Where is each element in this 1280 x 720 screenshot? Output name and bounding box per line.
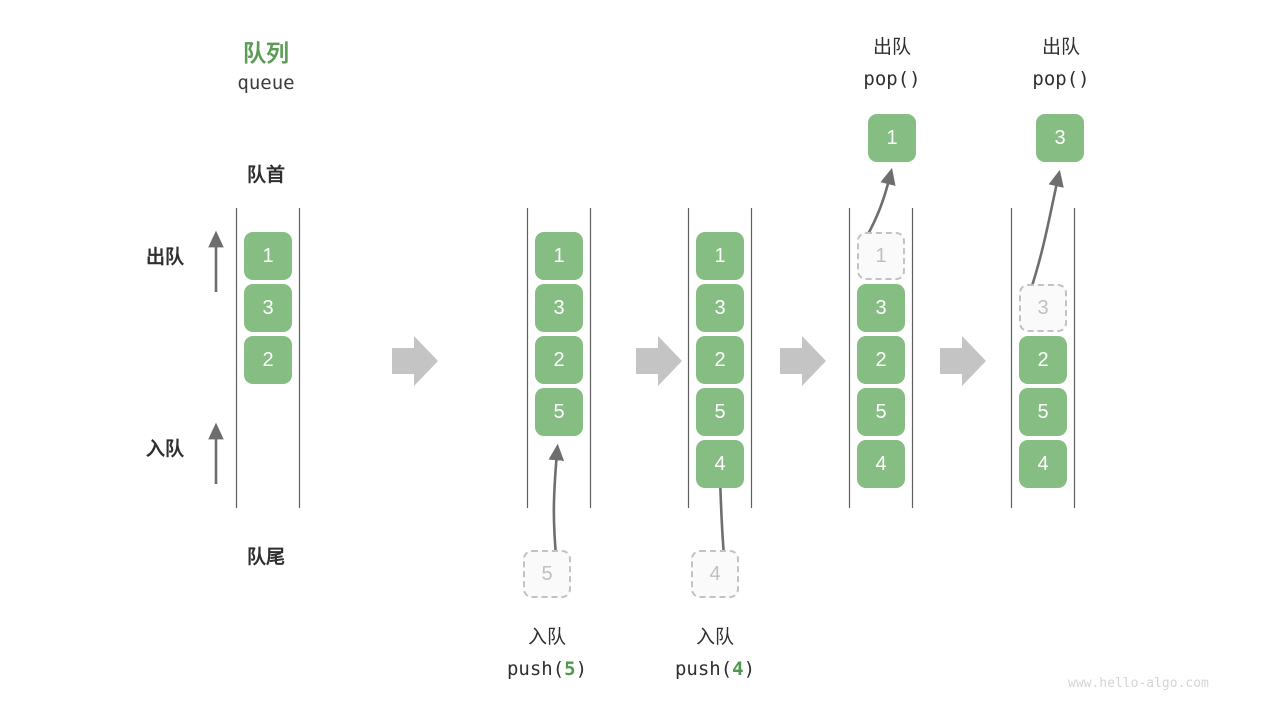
queue-cell: 2 bbox=[1019, 336, 1067, 384]
step-arrow-1 bbox=[392, 336, 438, 386]
dequeue-side-label: 出队 bbox=[146, 247, 185, 268]
step-arrow-4 bbox=[940, 336, 986, 386]
queue-cell: 4 bbox=[857, 440, 905, 488]
queue-cell: 5 bbox=[857, 388, 905, 436]
queue-cell: 3 bbox=[535, 284, 583, 332]
pop-label-cn: 出队 bbox=[872, 37, 911, 58]
push-code-prefix: push( bbox=[674, 658, 733, 680]
queue-cell: 5 bbox=[535, 388, 583, 436]
popped-cell: 3 bbox=[1036, 114, 1084, 162]
pop-label-code: pop() bbox=[1001, 68, 1121, 90]
incoming-ghost-cell: 4 bbox=[691, 550, 739, 598]
enqueue-side-label: 入队 bbox=[146, 439, 185, 460]
push-code-value: 5 bbox=[564, 658, 576, 680]
queue-cell: 3 bbox=[244, 284, 292, 332]
pop-code-suffix: ) bbox=[909, 68, 921, 90]
step-arrow-3 bbox=[780, 336, 826, 386]
push-code-suffix: ) bbox=[575, 658, 588, 680]
queue-cell: 3 bbox=[696, 284, 744, 332]
watermark: www.hello-algo.com bbox=[1068, 676, 1209, 691]
queue-cell: 1 bbox=[535, 232, 583, 280]
push-code-prefix: push( bbox=[506, 658, 565, 680]
pop-code-suffix: ) bbox=[1078, 68, 1090, 90]
push-code-value: 4 bbox=[732, 658, 744, 680]
pop-label-code: pop() bbox=[832, 68, 952, 90]
queue-cell: 4 bbox=[696, 440, 744, 488]
queue-cell: 5 bbox=[1019, 388, 1067, 436]
queue-ghost-cell: 3 bbox=[1019, 284, 1067, 332]
push-label-code: push(5) bbox=[487, 658, 607, 680]
incoming-ghost-cell: 5 bbox=[523, 550, 571, 598]
push-label-code: push(4) bbox=[655, 658, 775, 680]
queue-cell: 3 bbox=[857, 284, 905, 332]
queue-cell: 1 bbox=[244, 232, 292, 280]
queue-ghost-cell: 1 bbox=[857, 232, 905, 280]
queue-cell: 2 bbox=[857, 336, 905, 384]
popped-cell: 1 bbox=[868, 114, 916, 162]
pop-arrow-3 bbox=[1028, 169, 1064, 293]
pop-code-prefix: pop( bbox=[863, 68, 910, 90]
step-arrow-2 bbox=[636, 336, 682, 386]
pop-code-prefix: pop( bbox=[1032, 68, 1079, 90]
queue-cell: 1 bbox=[696, 232, 744, 280]
queue-cell: 5 bbox=[696, 388, 744, 436]
pop-label-cn: 出队 bbox=[1041, 37, 1080, 58]
queue-rails bbox=[235, 208, 1076, 508]
queue-cell: 2 bbox=[696, 336, 744, 384]
queue-cell: 2 bbox=[244, 336, 292, 384]
page-subtitle: queue bbox=[237, 72, 295, 94]
push-arrow-5 bbox=[548, 443, 565, 557]
front-label: 队首 bbox=[246, 165, 285, 186]
queue-cell: 4 bbox=[1019, 440, 1067, 488]
rear-label: 队尾 bbox=[246, 547, 285, 568]
queue-cell: 2 bbox=[535, 336, 583, 384]
step-separators bbox=[392, 336, 986, 386]
push-code-suffix: ) bbox=[743, 658, 756, 680]
pop-arrow-1 bbox=[864, 167, 896, 239]
page-title: 队列 bbox=[243, 40, 289, 66]
push-label-cn: 入队 bbox=[527, 627, 566, 648]
push-label-cn: 入队 bbox=[695, 627, 734, 648]
